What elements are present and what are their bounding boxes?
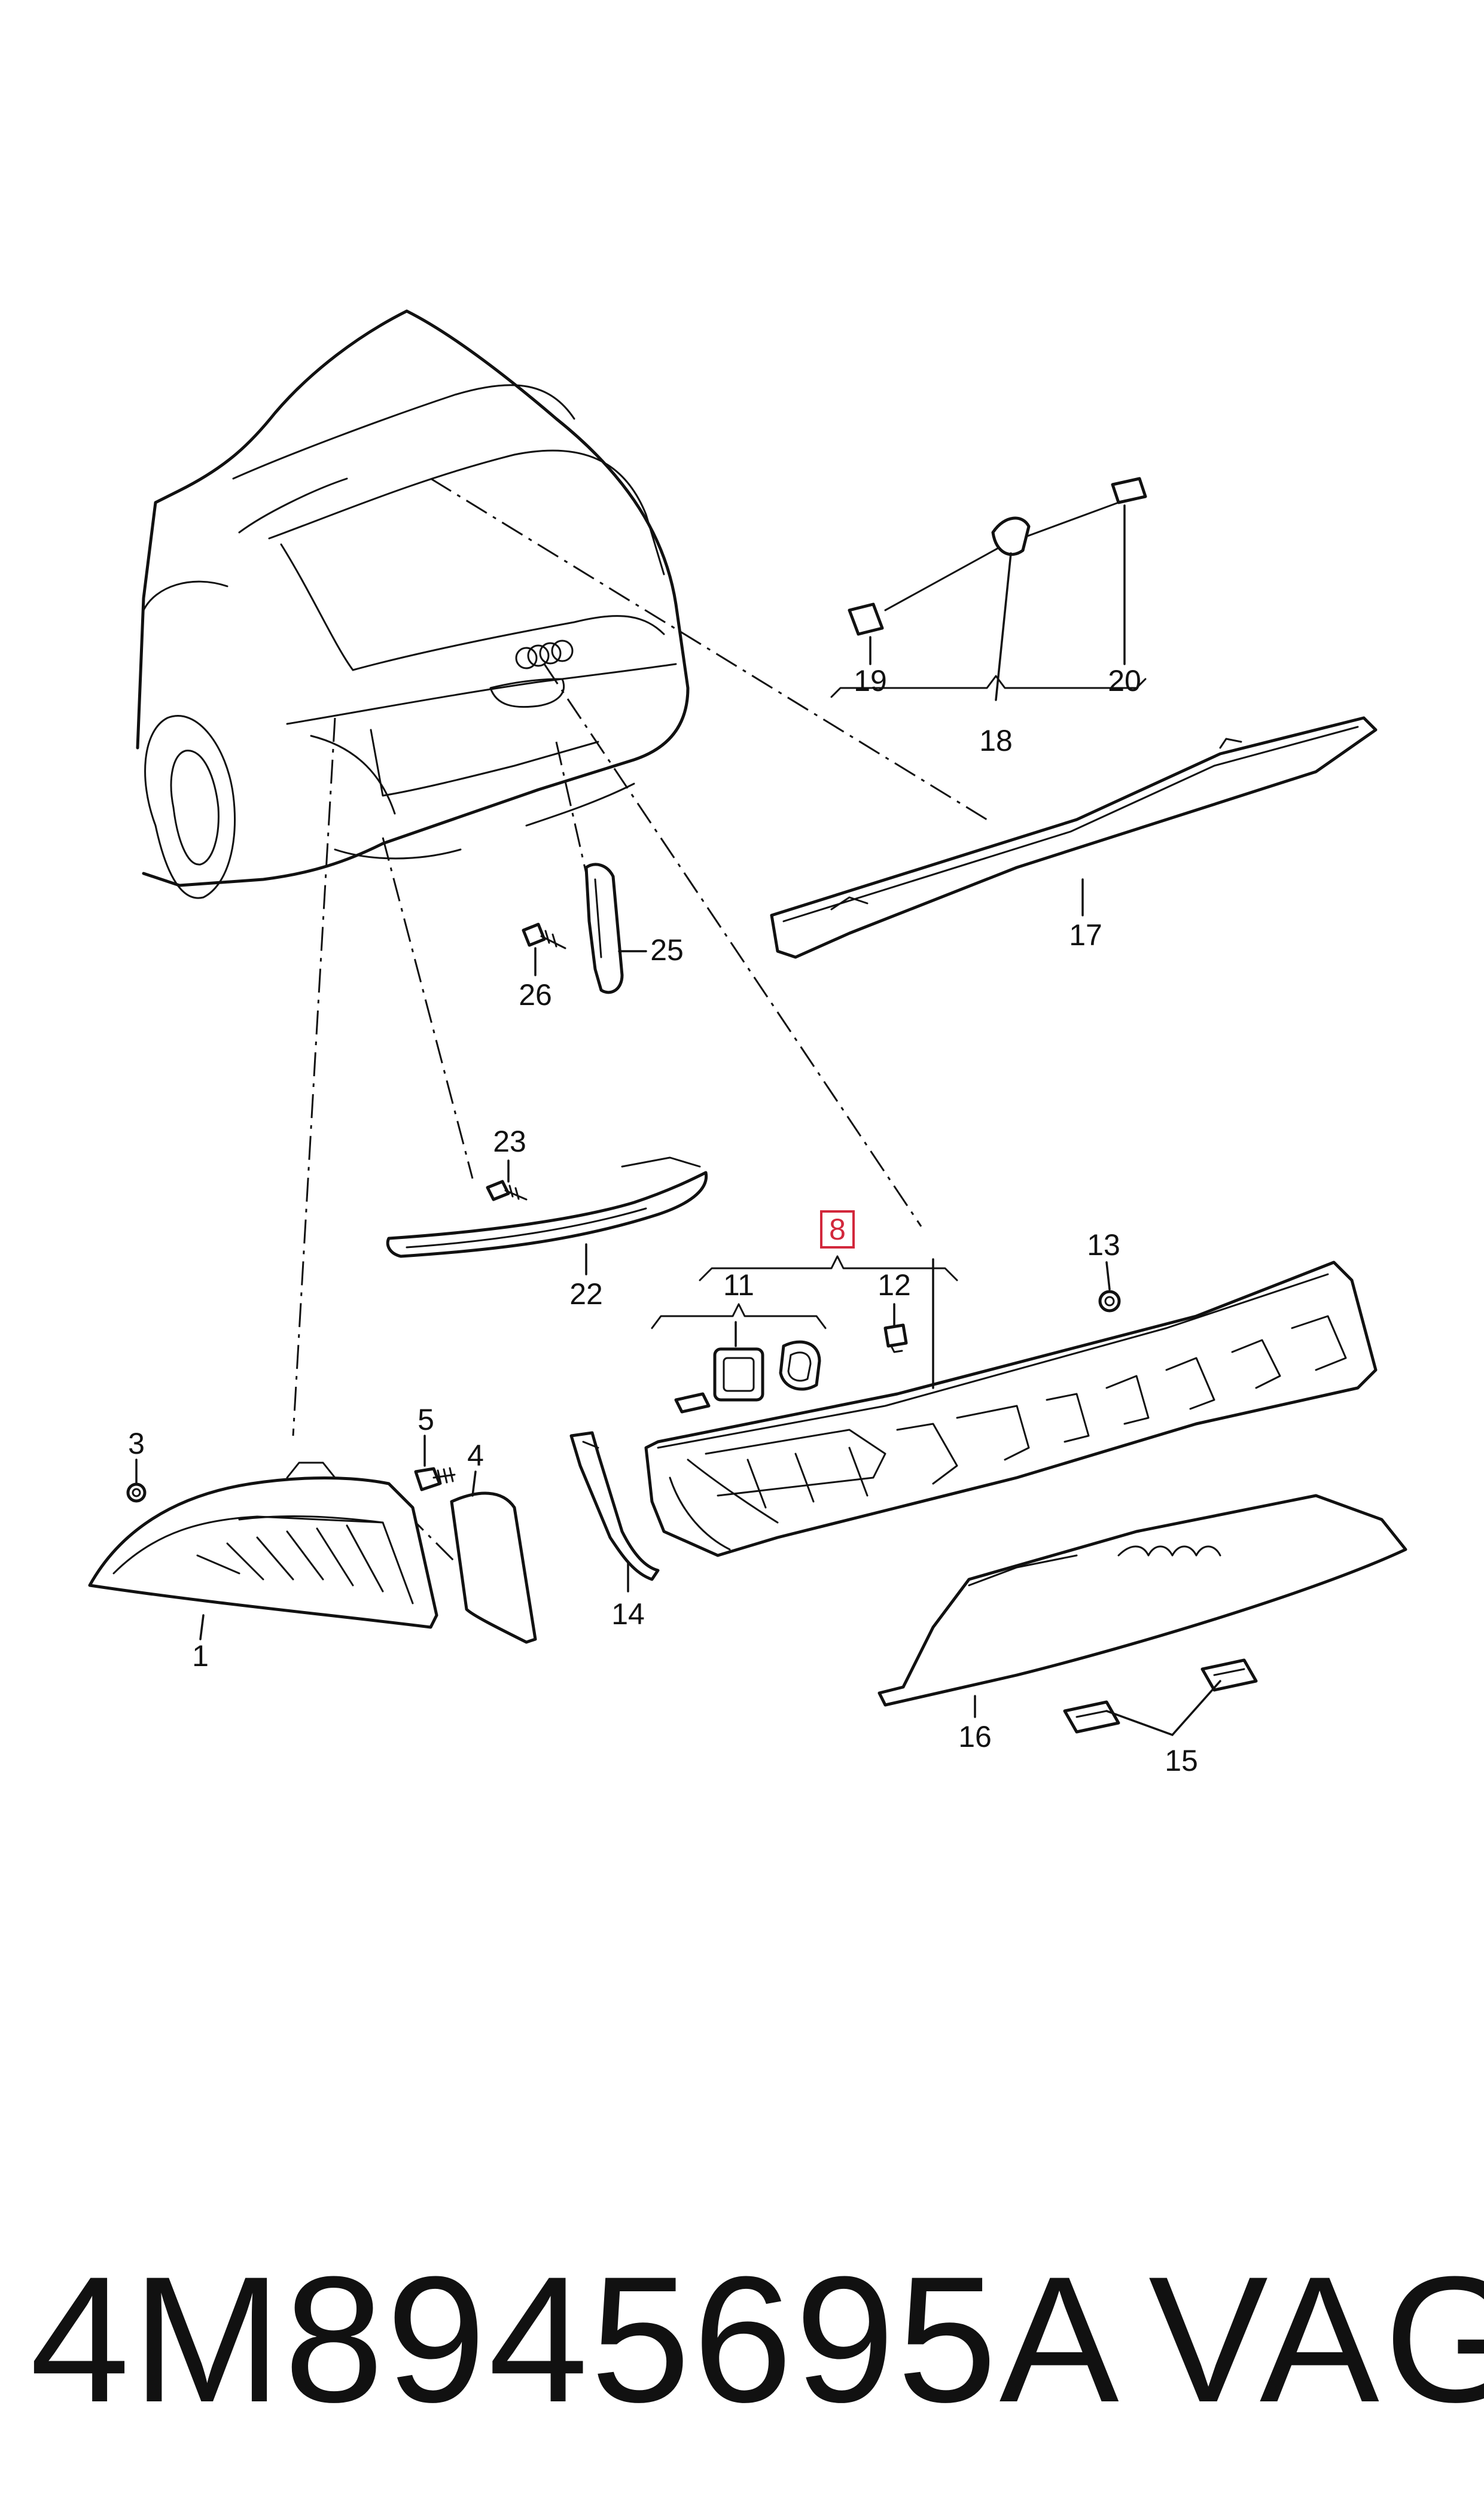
callout-labels: 1 3 4 5 8 11 12 13 14 15 16 17 18 19 20 … <box>128 664 1198 1777</box>
part-number: 4M8945695A <box>30 2239 1122 2440</box>
license-plate-lights-part <box>1063 1658 1258 1734</box>
brake-light-bar-part <box>770 716 1378 959</box>
callout-18: 18 <box>979 724 1013 757</box>
tail-light-part <box>88 1462 438 1629</box>
callout-16: 16 <box>958 1720 992 1753</box>
callout-17: 17 <box>1069 918 1102 952</box>
nut-part <box>126 1482 147 1503</box>
light-carrier-assembly-part <box>644 1260 1378 1557</box>
callout-13: 13 <box>1087 1228 1120 1262</box>
cover-panel-part <box>450 1491 537 1644</box>
seal-set-part <box>674 1340 821 1414</box>
lower-trim-panel-part <box>877 1494 1407 1707</box>
callout-8: 8 <box>829 1213 846 1246</box>
callout-20: 20 <box>1108 664 1141 698</box>
callout-19: 19 <box>854 664 887 698</box>
vehicle-rear-illustration <box>136 309 690 899</box>
callout-12: 12 <box>877 1268 911 1302</box>
callout-1: 1 <box>192 1639 209 1673</box>
callout-11: 11 <box>723 1268 754 1302</box>
callout-3: 3 <box>128 1427 145 1460</box>
callout-5: 5 <box>418 1403 434 1436</box>
callout-22: 22 <box>569 1277 603 1311</box>
callout-leaders <box>135 504 1221 1736</box>
callout-15: 15 <box>1165 1744 1198 1777</box>
callout-25: 25 <box>650 933 684 967</box>
callout-23: 23 <box>493 1125 526 1158</box>
nut-part-13 <box>1098 1290 1121 1313</box>
callout-8-highlight-box <box>820 1210 855 1249</box>
trim-strip-part <box>386 1156 708 1258</box>
brand-label: VAG <box>1148 2239 1484 2440</box>
screw-part-23 <box>486 1180 528 1201</box>
group-brackets <box>651 675 1147 1329</box>
callout-14: 14 <box>611 1597 645 1631</box>
side-trim-part <box>569 1431 660 1581</box>
callout-26: 26 <box>519 978 552 1012</box>
bracket-part <box>584 863 624 994</box>
screw-part <box>414 1467 456 1491</box>
clip-part <box>883 1323 908 1353</box>
screw-part-26 <box>522 922 566 949</box>
footer-caption: 4M8945695A VAG <box>0 2213 1484 2465</box>
callout-4: 4 <box>467 1439 484 1472</box>
wiring-harness-part <box>848 477 1147 636</box>
